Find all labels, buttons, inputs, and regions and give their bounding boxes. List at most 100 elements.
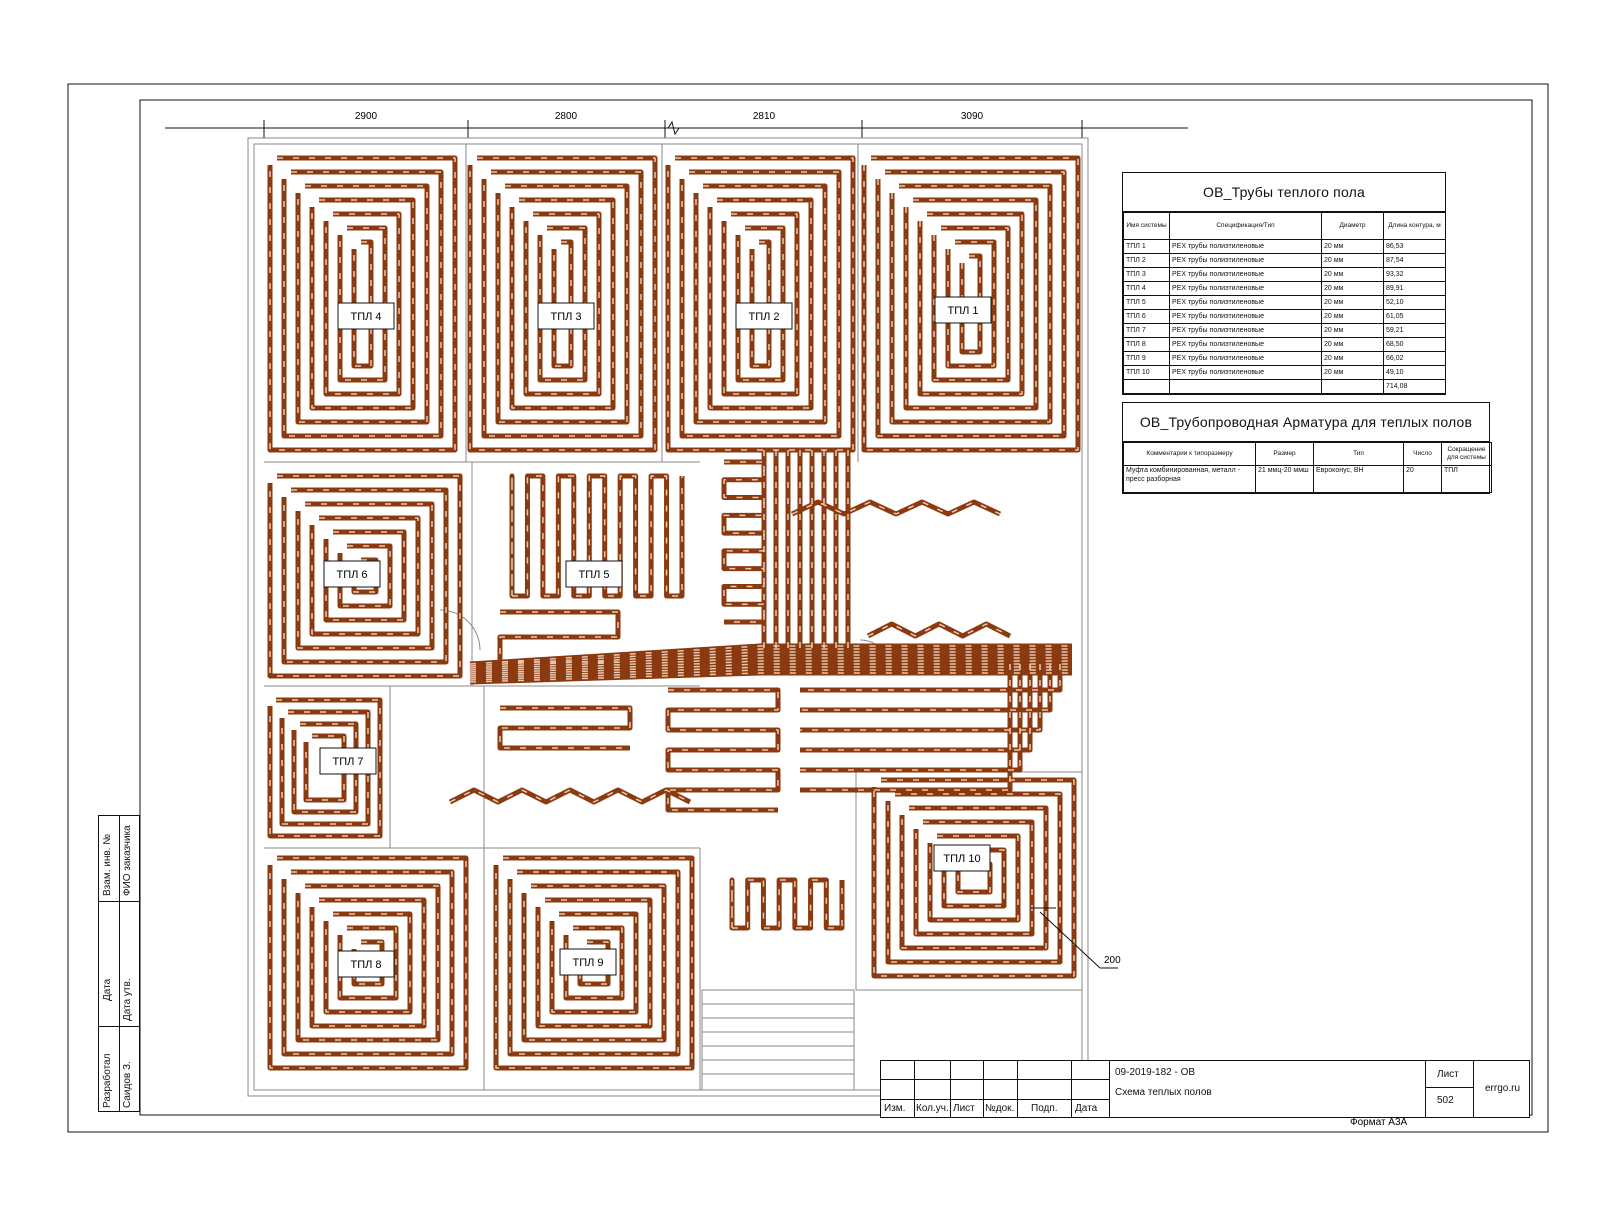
pipe-total: 714,08 [1383,379,1446,394]
row-system: ТПЛ 1 [1123,239,1170,254]
dim-2800: 2800 [555,111,578,122]
pipe-segment [469,645,1072,683]
room-label: ТПЛ 4 [350,311,381,323]
row-spec: PEX трубы полиэтиленовые [1169,253,1322,268]
room-label: ТПЛ 7 [332,756,363,768]
project-code: 09-2019-182 - ОВ [1115,1067,1196,1078]
row-diameter: 20 мм [1321,253,1384,268]
developer-name: Саидов З. [122,1061,133,1108]
row-diameter: 20 мм [1321,365,1384,380]
pipe-segment [267,855,469,1071]
site-label: errgo.ru [1485,1083,1521,1094]
date-approved-label: Дата утв. [122,978,133,1021]
row-system: ТПЛ 9 [1123,351,1170,366]
pipe-segment [667,157,854,451]
room-label: ТПЛ 6 [336,569,367,581]
sheet-label: Лист [1437,1069,1459,1080]
pipe-segment [800,664,1063,793]
pipe-th-diameter: Диаметр [1321,212,1384,240]
pipe-segment [448,787,692,805]
pipe-segment [269,157,456,451]
fit-comment: Муфта комбинированная, металл - пресс ра… [1123,465,1256,493]
row-length: 61,05 [1383,309,1446,324]
row-spec: PEX трубы полиэтиленовые [1169,309,1322,324]
pipe-segment [871,777,1077,979]
callout-label: 200 [1104,955,1121,966]
room-label-box [323,560,381,588]
fittings-table-title: ОВ_Трубопроводная Арматура для теплых по… [1123,403,1489,442]
room-label-box [933,844,991,872]
pipe-segment [867,623,1011,637]
dim-3090: 3090 [961,111,984,122]
pipe-segment [267,473,463,679]
room-label: ТПЛ 8 [350,959,381,971]
stamp-col-date: Дата [1075,1103,1098,1114]
room-label-box [319,747,377,775]
row-length: 68,50 [1383,337,1446,352]
row-diameter: 20 мм [1321,309,1384,324]
row-system: ТПЛ 10 [1123,365,1170,380]
fit-size: 21 ммц-20 ммш [1255,465,1314,493]
callout-200 [1030,907,1118,969]
row-spec: PEX трубы полиэтиленовые [1169,281,1322,296]
row-diameter: 20 мм [1321,281,1384,296]
fit-th-abbr: Сокращение для системы [1441,442,1492,466]
fit-th-comment: Комментарии к типоразмеру [1123,442,1256,466]
pipe-segment [511,475,683,597]
row-length: 52,10 [1383,295,1446,310]
fit-type: Евроконус, ВН [1313,465,1404,493]
inv-label: Взам. инв. № [102,834,113,896]
heating-pipes [267,155,1081,1071]
pipe-segment [499,707,631,749]
row-length: 66,02 [1383,351,1446,366]
pipe-segment [723,461,765,623]
row-diameter: 20 мм [1321,267,1384,282]
date-label: Дата [102,978,113,1001]
room-label-box [735,302,793,330]
row-diameter: 20 мм [1321,337,1384,352]
row-system: ТПЛ 5 [1123,295,1170,310]
pipe-segment [763,450,849,652]
room-label: ТПЛ 9 [572,957,603,969]
pipe-segment [499,611,619,663]
pipe-segment [721,459,767,625]
developed-label: Разработал [102,1053,113,1108]
row-spec: PEX трубы полиэтиленовые [1169,239,1322,254]
room-label: ТПЛ 5 [578,569,609,581]
dim-2810: 2810 [753,111,776,122]
fit-abbr: ТПЛ [1441,465,1492,493]
sheet-border [67,83,1549,1133]
pipe-segment [873,779,1075,977]
room-label: ТПЛ 1 [947,305,978,317]
row-length: 59,21 [1383,323,1446,338]
row-system: ТПЛ 3 [1123,267,1170,282]
stamp-col-list: Лист [953,1103,975,1114]
room-label-box [537,302,595,330]
pipe-segment [667,689,779,811]
stamp-col-doc: №док. [985,1103,1015,1114]
fit-count: 20 [1403,465,1442,493]
customer-label: ФИО заказчика [122,825,133,896]
fittings-table: ОВ_Трубопроводная Арматура для теплых по… [1122,402,1492,494]
room-label: ТПЛ 2 [748,311,779,323]
pipe-th-length: Длина контура, м [1383,212,1446,240]
fit-th-size: Размер [1255,442,1314,466]
sheet-number: 502 [1437,1095,1454,1106]
building-walls [247,137,1089,1097]
room-label-box [565,560,623,588]
room-label-box [559,948,617,976]
row-spec: PEX трубы полиэтиленовые [1169,267,1322,282]
row-length: 87,54 [1383,253,1446,268]
pipe-segment [269,699,381,837]
row-diameter: 20 мм [1321,351,1384,366]
drawing-frame [139,99,1533,1116]
pipe-th-spec: Спецификация/Тип [1169,212,1322,240]
